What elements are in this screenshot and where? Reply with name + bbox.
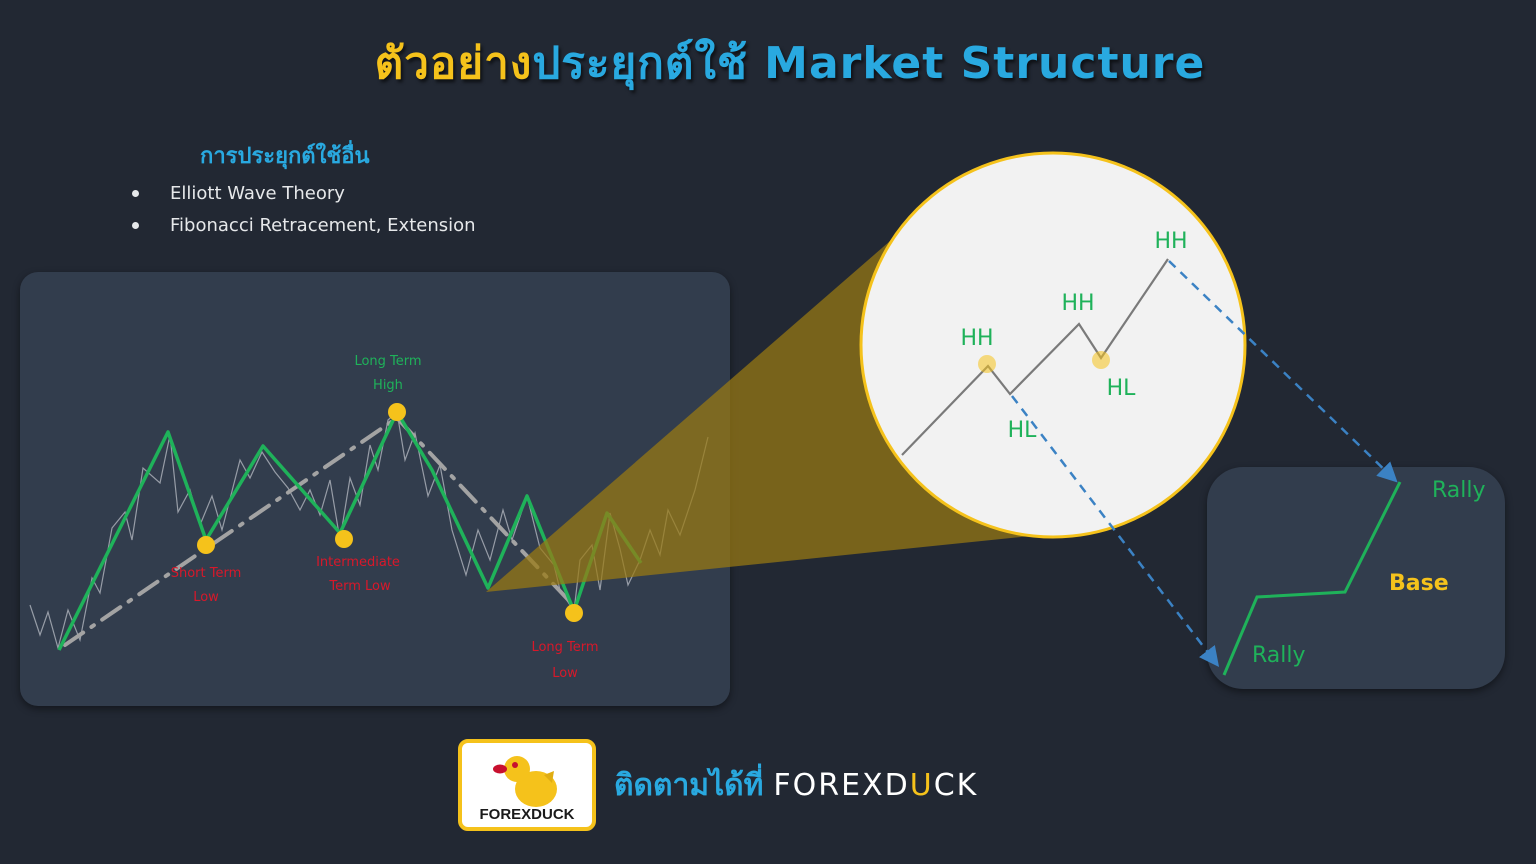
list-item-label: Fibonacci Retracement, Extension	[170, 215, 476, 236]
hl-marker	[1092, 351, 1110, 369]
long-term-high-label-2: High	[373, 378, 403, 393]
page-title: ตัวอย่างประยุกต์ใช้ Market Structure	[0, 28, 1536, 98]
list-item-label: Elliott Wave Theory	[170, 183, 345, 204]
applications-heading: การประยุกต์ใช้อื่น	[200, 144, 370, 169]
hh-label-1: HH	[960, 326, 993, 351]
brand-pre: FOREXD	[773, 768, 910, 803]
title-part1: ตัวอย่าง	[374, 38, 533, 89]
long-term-high-label: Long Term	[354, 354, 421, 369]
arrow-hl-to-rally-bottom	[1011, 395, 1220, 667]
arrow-hh-to-rally-top	[1168, 260, 1398, 483]
brand-post: CK	[933, 768, 979, 803]
long-term-high-marker	[388, 403, 406, 421]
trend-dashdot-line	[63, 415, 576, 647]
rally-top-label: Rally	[1432, 478, 1486, 503]
list-item: Elliott Wave Theory	[128, 180, 476, 212]
follow-text: ติดตามได้ที่	[614, 768, 764, 803]
rally-base-rally-line	[1222, 481, 1402, 676]
intermediate-low-label-2: Term Low	[328, 579, 391, 594]
rally-bottom-label: Rally	[1252, 643, 1306, 668]
applications-list: Elliott Wave Theory Fibonacci Retracemen…	[128, 180, 476, 244]
title-part2: ประยุกต์ใช้ Market Structure	[532, 38, 1206, 89]
brand-link[interactable]: FOREXDUCK	[773, 768, 978, 803]
zoom-circle	[859, 151, 1247, 539]
rally-base-rally-panel	[1207, 467, 1505, 689]
short-term-low-marker	[197, 536, 215, 554]
duck-icon	[493, 756, 557, 807]
base-label: Base	[1389, 571, 1449, 596]
long-term-low-label: Long Term	[531, 640, 598, 655]
hl-label-2: HL	[1107, 376, 1137, 401]
bullet-icon	[132, 190, 139, 197]
brand-highlight: U	[909, 768, 934, 803]
short-term-low-label: Short Term	[171, 566, 242, 581]
short-term-low-label-2: Low	[193, 590, 219, 605]
long-term-low-label-2: Low	[552, 666, 578, 681]
swing-structure-line	[57, 410, 643, 651]
forexduck-logo[interactable]: FOREXDUCK	[458, 739, 596, 831]
logo-text: FOREXDUCK	[479, 806, 575, 823]
list-item: Fibonacci Retracement, Extension	[128, 212, 476, 244]
follow-line: ติดตามได้ที่ FOREXDUCK	[614, 762, 978, 809]
hh-marker	[978, 355, 996, 373]
hh-label-3: HH	[1154, 229, 1187, 254]
hh-hl-line	[901, 258, 1169, 456]
hh-label-2: HH	[1061, 291, 1094, 316]
intermediate-low-marker	[335, 530, 353, 548]
bullet-icon	[132, 222, 139, 229]
intermediate-low-label: Intermediate	[316, 555, 400, 570]
long-term-low-marker	[565, 604, 583, 622]
